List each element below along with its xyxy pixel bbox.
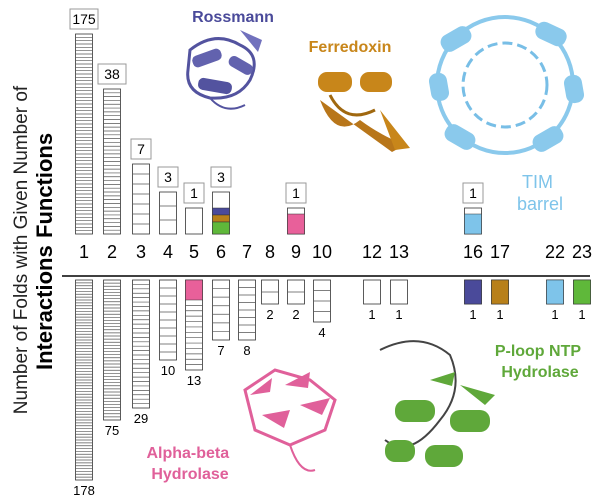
- interactions-bar-12: [363, 279, 381, 305]
- tim-barrel-label-line1: TIM: [522, 172, 553, 192]
- functions-bar-5: [185, 207, 203, 235]
- p-loop-label-line2: Hydrolase: [501, 364, 578, 381]
- x-tick-label-16: 16: [463, 242, 483, 262]
- interactions-bar-2: [103, 279, 121, 421]
- x-tick-label-4: 4: [163, 242, 173, 262]
- functions-value-label-5: 1: [190, 185, 198, 201]
- functions-value-box-9: [285, 182, 307, 204]
- tim-barrel-structure-icon: [428, 15, 585, 155]
- interactions-bar-6: [212, 279, 230, 341]
- interactions-highlight-22: [546, 279, 564, 305]
- functions-bar-4: [159, 191, 177, 235]
- functions-value-label-4: 3: [164, 169, 172, 185]
- functions-highlight-6-rossmann: [212, 207, 230, 216]
- x-tick-label-7: 7: [242, 242, 252, 262]
- interactions-value-label-6: 7: [217, 343, 224, 358]
- interactions-value-label-7: 8: [243, 343, 250, 358]
- functions-value-label-2: 38: [104, 66, 120, 82]
- alpha-beta-hydrolase-label: Alpha-beta Hydrolase: [146, 445, 233, 483]
- functions-highlight-6-ferredoxin: [212, 214, 230, 223]
- interactions-value-label-1: 178: [73, 483, 95, 498]
- x-tick-label-6: 6: [216, 242, 226, 262]
- functions-highlight-9: [287, 213, 305, 235]
- x-tick-label-17: 17: [490, 242, 510, 262]
- ferredoxin-label: Ferredoxin: [309, 39, 392, 56]
- x-tick-label-9: 9: [291, 242, 301, 262]
- functions-value-box-1: [69, 8, 99, 30]
- x-tick-label-23: 23: [572, 242, 592, 262]
- interactions-value-label-5: 13: [187, 373, 201, 388]
- interactions-value-label-12: 1: [368, 307, 375, 322]
- interactions-bar-13: [390, 279, 408, 305]
- functions-value-label-6: 3: [217, 169, 225, 185]
- p-loop-label-line1: P-loop NTP: [495, 343, 582, 360]
- tim-barrel-label-line2: barrel: [517, 194, 563, 214]
- p-loop-label: P-loop NTP Hydrolase: [495, 343, 585, 381]
- interactions-value-label-13: 1: [395, 307, 402, 322]
- rossmann-label: Rossmann: [192, 9, 274, 26]
- interactions-value-label-16: 1: [469, 307, 476, 322]
- functions-bar-3: [132, 163, 150, 235]
- x-tick-label-1: 1: [79, 242, 89, 262]
- interactions-value-label-8: 2: [266, 307, 273, 322]
- interactions-highlight-23: [573, 279, 591, 305]
- functions-value-label-3: 7: [137, 141, 145, 157]
- functions-value-label-9: 1: [292, 185, 300, 201]
- interactions-value-label-10: 4: [318, 325, 325, 340]
- x-tick-label-3: 3: [136, 242, 146, 262]
- functions-bars: 175 38 7 3 1 3 1 1: [69, 8, 484, 235]
- x-tick-label-5: 5: [189, 242, 199, 262]
- x-tick-label-10: 10: [312, 242, 332, 262]
- interactions-highlight-16: [464, 279, 482, 305]
- interactions-value-label-4: 10: [161, 363, 175, 378]
- interactions-value-label-22: 1: [551, 307, 558, 322]
- functions-value-box-2: [97, 63, 127, 85]
- interactions-highlight-5: [185, 279, 203, 301]
- functions-value-box-16: [462, 182, 484, 204]
- functions-value-box-5: [183, 182, 205, 204]
- interactions-value-label-23: 1: [578, 307, 585, 322]
- functions-highlight-6-ploop: [212, 221, 230, 235]
- interactions-bar-3: [132, 279, 150, 409]
- functions-highlight-16: [464, 213, 482, 235]
- p-loop-structure-icon: [379, 340, 495, 467]
- functions-value-box-3: [130, 138, 152, 160]
- ferredoxin-structure-icon: [318, 72, 410, 152]
- x-tick-label-22: 22: [545, 242, 565, 262]
- interactions-value-label-3: 29: [134, 411, 148, 426]
- x-tick-label-13: 13: [389, 242, 409, 262]
- x-tick-label-8: 8: [265, 242, 275, 262]
- x-tick-label-2: 2: [107, 242, 117, 262]
- alpha-beta-label-line2: Hydrolase: [151, 466, 228, 483]
- alpha-beta-hydrolase-structure-icon: [243, 368, 337, 472]
- functions-value-label-16: 1: [469, 185, 477, 201]
- interactions-bars: 178 75 29 10 13 7 8 2 2 4 1 1 1 1 1 1: [73, 279, 591, 498]
- interactions-value-label-2: 75: [105, 423, 119, 438]
- alpha-beta-label-line1: Alpha-beta: [146, 445, 229, 462]
- functions-value-box-4: [157, 166, 179, 188]
- rossmann-structure-icon: [186, 30, 262, 110]
- functions-value-box-6: [210, 166, 232, 188]
- interactions-value-label-9: 2: [292, 307, 299, 322]
- x-tick-label-12: 12: [362, 242, 382, 262]
- interactions-value-label-17: 1: [496, 307, 503, 322]
- tim-barrel-label: TIM barrel: [517, 172, 563, 214]
- functions-value-label-1: 175: [72, 11, 96, 27]
- interactions-highlight-17: [491, 279, 509, 305]
